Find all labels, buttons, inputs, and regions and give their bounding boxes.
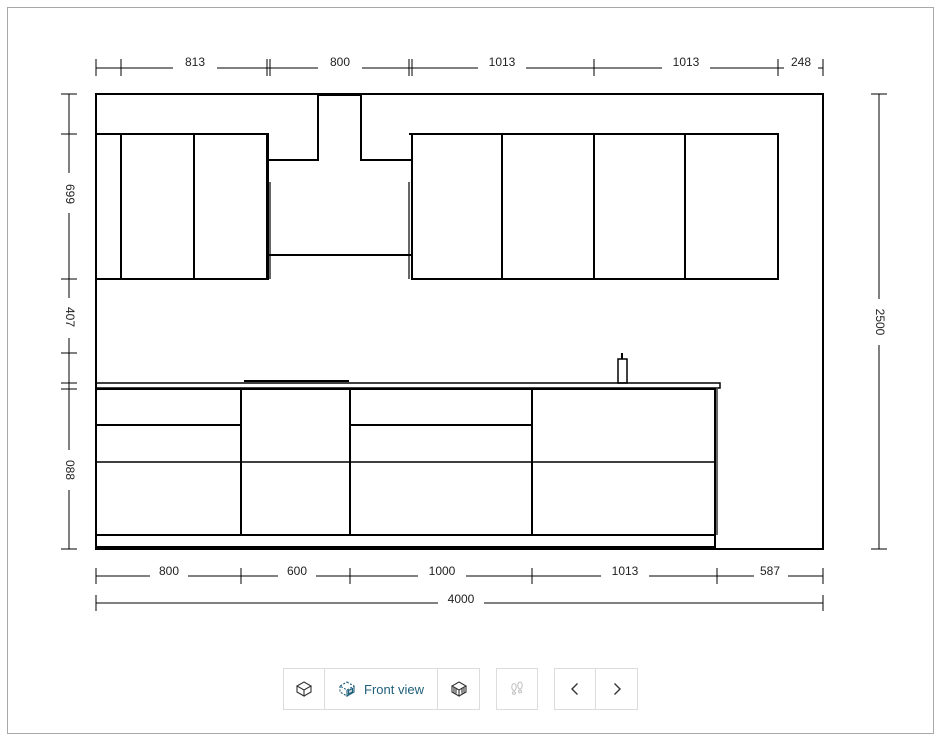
dim-left-2: 407 [63, 307, 77, 327]
drawing-frame [7, 7, 934, 734]
dim-bottom-1: 800 [159, 564, 179, 578]
front-view-button[interactable]: Front view [325, 669, 439, 709]
dim-bottom-2: 600 [287, 564, 307, 578]
dim-top-5: 248 [791, 55, 811, 69]
dim-left-3: 088 [63, 460, 77, 480]
footprints-icon [511, 681, 523, 695]
dim-bottom-5: 587 [760, 564, 780, 578]
range-hood [268, 94, 411, 161]
dim-top-3: 1013 [489, 55, 516, 69]
dim-top-4: 1013 [673, 55, 700, 69]
dim-height: 2500 [873, 309, 887, 336]
walkthrough-button[interactable] [497, 669, 537, 709]
dim-bottom-3: 1000 [429, 564, 456, 578]
wall-outline [95, 93, 824, 550]
front-view-label: Front view [364, 681, 424, 697]
view-toolbar: Front view [283, 668, 480, 710]
dim-total-width: 4000 [448, 592, 475, 606]
chevron-right-icon [613, 683, 621, 695]
dim-bottom-4: 1013 [612, 564, 639, 578]
walk-toolbar [496, 668, 538, 710]
3d-view-button[interactable] [284, 669, 325, 709]
walls-view-button[interactable] [438, 669, 479, 709]
dim-left-1: 699 [63, 184, 77, 204]
next-button[interactable] [596, 669, 637, 709]
walls-view-icon [450, 681, 467, 697]
front-view-icon [338, 681, 356, 697]
dim-top-2: 800 [330, 55, 350, 69]
previous-button[interactable] [555, 669, 596, 709]
faucet [617, 358, 628, 384]
nav-toolbar [554, 668, 638, 710]
chevron-left-icon [571, 683, 578, 695]
3d-view-icon [295, 681, 312, 697]
dim-top-1: 813 [185, 55, 205, 69]
